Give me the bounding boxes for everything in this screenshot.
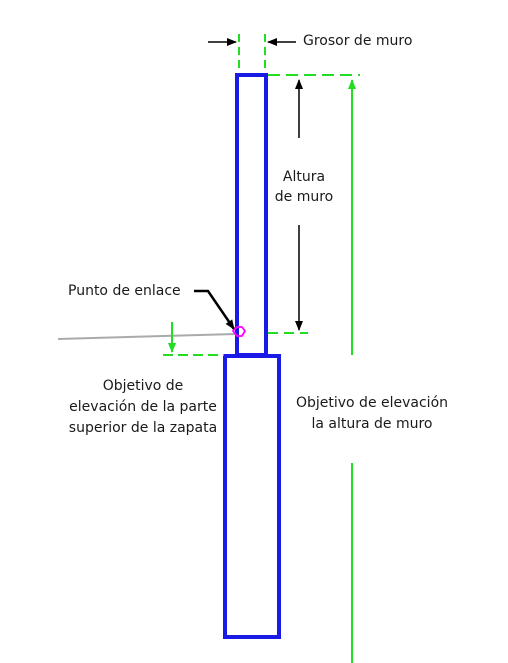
wall-rect — [235, 73, 268, 357]
wall-height-line2: de muro — [274, 189, 334, 205]
footing-rect — [223, 354, 281, 639]
attach-leader — [194, 289, 236, 330]
wall-height-line1: Altura — [282, 169, 326, 185]
wall-target-line1: Objetivo de elevación — [295, 395, 449, 411]
footing-target-line2: elevación de la parte — [69, 399, 217, 415]
wall-thickness-label: Grosor de muro — [303, 33, 413, 49]
footing-target-label: Objetivo de elevación de la parte superi… — [52, 376, 234, 439]
footing-target-line3: superior de la zapata — [68, 420, 218, 436]
wall-target-line2: la altura de muro — [311, 416, 433, 432]
wall-height-label: Altura de muro — [264, 167, 344, 207]
attachment-point-label: Punto de enlace — [68, 283, 181, 299]
wall-target-label: Objetivo de elevación la altura de muro — [286, 393, 458, 435]
attach-marker — [231, 326, 247, 337]
ground-line — [57, 333, 237, 340]
footing-target-line1: Objetivo de — [102, 378, 184, 394]
